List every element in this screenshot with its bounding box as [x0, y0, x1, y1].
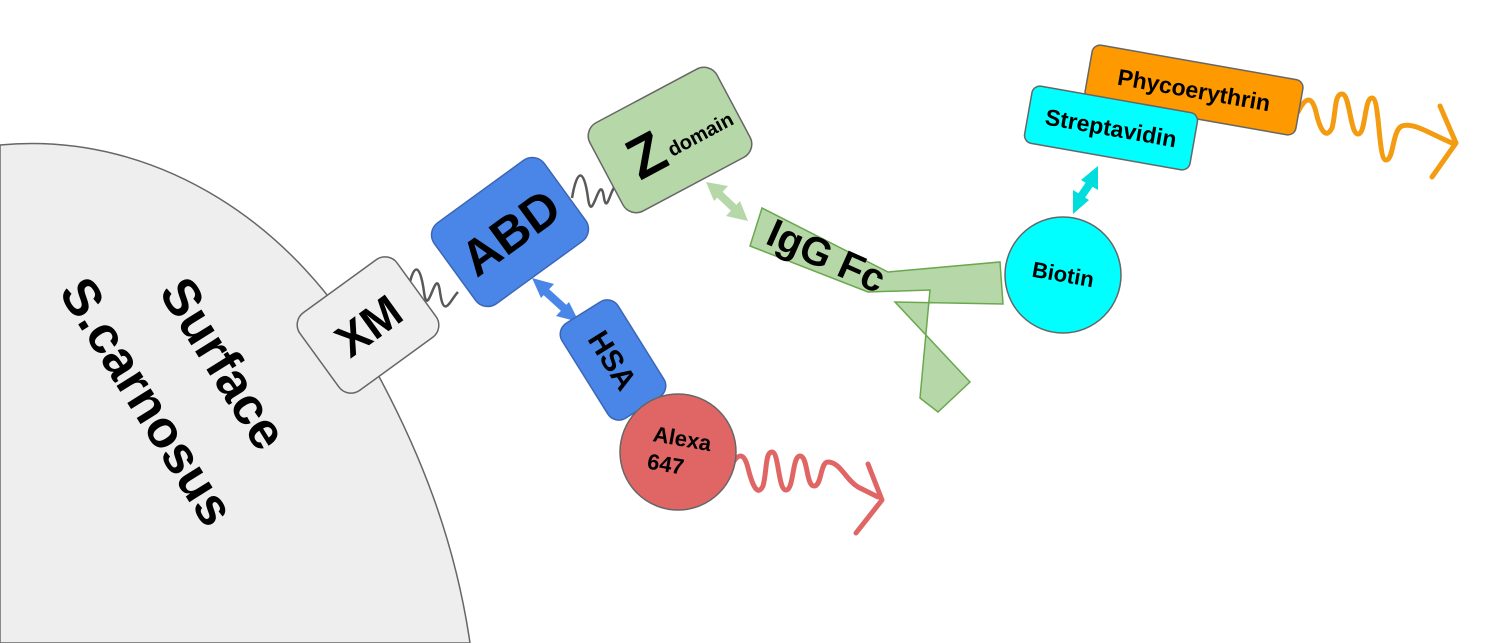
z-igg-binding-arrow: [706, 182, 748, 221]
streptavidin-biotin-binding-arrow: [1073, 166, 1098, 214]
alexa-647-fluorophore: Alexa 647: [619, 393, 737, 511]
linker-xm-abd: [406, 268, 459, 308]
abd-domain: ABD: [430, 156, 590, 308]
xm-domain: XM: [296, 256, 440, 394]
phycoerythrin-emission-arrowhead: [1429, 103, 1459, 180]
linker-abd-z: [570, 174, 617, 208]
igg-fc-label: IgG Fc: [760, 211, 892, 302]
hsa-ligand: HSA: [559, 299, 667, 421]
alexa-emission-wave: [727, 449, 881, 500]
phycoerythrin: Phycoerythrin: [1084, 44, 1304, 136]
streptavidin: Streptavidin: [1023, 85, 1199, 171]
biotin: Biotin: [1004, 216, 1122, 334]
alexa-emission-arrowhead: [853, 461, 885, 536]
igg-fc-ligand: [749, 206, 1004, 413]
phycoerythrin-emission-wave: [1295, 91, 1455, 163]
abd-hsa-binding-arrow: [532, 278, 579, 322]
z-domain: Z domain: [587, 66, 753, 214]
